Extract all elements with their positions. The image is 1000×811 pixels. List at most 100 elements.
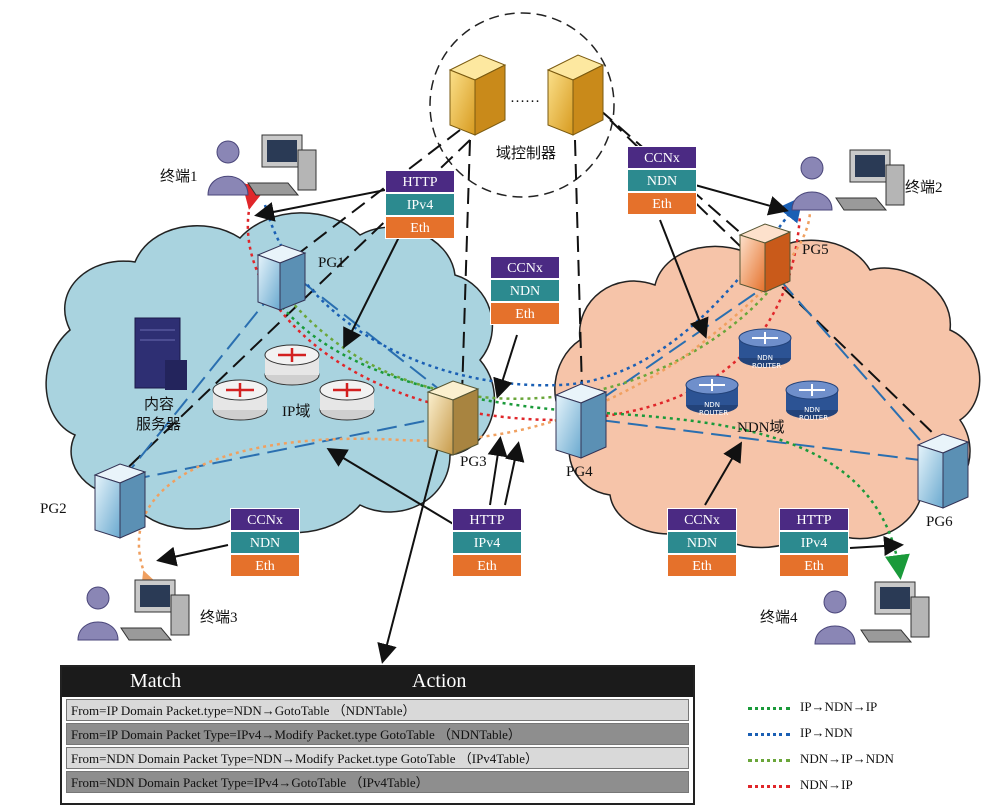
ctrl-link-pg3a	[461, 139, 471, 396]
stack-layer-app: HTTP	[452, 508, 522, 531]
pg2-label: PG2	[40, 501, 67, 517]
stack-layer-net: IPv4	[385, 193, 455, 216]
stack-layer-app: CCNx	[627, 146, 697, 169]
rules-row: From=NDN Domain Packet Type=NDN→Modify P…	[66, 747, 689, 769]
arrow-ccnx-pg2-to-terminal3	[156, 544, 229, 567]
arrow-ccnx-top-to-pg3	[493, 334, 518, 399]
stack-layer-link: Eth	[452, 554, 522, 577]
blue-link-pg1-pg2	[129, 289, 276, 471]
terminal3-label: 终端3	[200, 610, 238, 626]
ndn-router-label-3: NDN ROUTER	[799, 406, 829, 422]
pg3-label: PG3	[460, 454, 487, 470]
rules-header: Match Action	[62, 667, 693, 697]
stack-ccnx-center: CCNx NDN Eth	[490, 256, 560, 325]
pg4-server-icon	[554, 383, 608, 459]
stack-layer-link: Eth	[779, 554, 849, 577]
stack-layer-link: Eth	[627, 192, 697, 215]
legend-label: IP→NDN→IP	[800, 699, 878, 714]
stack-layer-net: IPv4	[779, 531, 849, 554]
stack-layer-app: HTTP	[779, 508, 849, 531]
stack-layer-app: CCNx	[230, 508, 300, 531]
stack-layer-net: NDN	[627, 169, 697, 192]
stack-layer-link: Eth	[490, 302, 560, 325]
controller-server-1	[448, 54, 507, 136]
terminal4-label: 终端4	[760, 610, 798, 626]
arrow-http-mid-to-pg3	[326, 447, 456, 526]
pg4-label: PG4	[566, 464, 593, 480]
pg5-label: PG5	[802, 242, 829, 258]
legend-swatch	[748, 733, 790, 736]
controller-ellipsis: ……	[510, 90, 540, 106]
arrow-http-to-terminal1	[254, 189, 386, 222]
ndn-router-label-1: NDN ROUTER	[752, 354, 782, 370]
terminal4-icon	[814, 581, 930, 645]
ctrl-link-pg1	[289, 129, 461, 261]
arrow-ipv4-to-terminal4	[849, 535, 904, 556]
arrow-ipv4-up-1	[487, 436, 508, 506]
stack-ccnx-bottom-right: CCNx NDN Eth	[667, 508, 737, 577]
arrow-ccnx-bottom-to-ndn	[704, 441, 743, 506]
stack-layer-net: NDN	[667, 531, 737, 554]
ndn-router-1	[738, 328, 792, 367]
controller-circle	[429, 12, 615, 198]
legend-item: IP→NDN→IP	[748, 696, 988, 722]
stack-http-bottom-center: HTTP IPv4 Eth	[452, 508, 522, 577]
terminal1-label: 终端1	[160, 169, 198, 185]
arrow-to-rules	[377, 439, 441, 664]
pg3-server-icon	[426, 380, 480, 456]
controller-label: 域控制器	[496, 146, 557, 162]
stack-layer-link: Eth	[230, 554, 300, 577]
rules-row: From=IP Domain Packet Type=IPv4→Modify P…	[66, 723, 689, 745]
flow-legend: IP→NDN→IP IP→NDN NDN→IP→NDN NDN→IP	[748, 696, 988, 800]
legend-label: NDN→IP	[800, 777, 853, 792]
ip-domain-label: IP域	[282, 404, 311, 420]
rules-row: From=NDN Domain Packet Type=IPv4→GotoTab…	[66, 771, 689, 793]
legend-label: IP→NDN	[800, 725, 853, 740]
stack-layer-net: IPv4	[452, 531, 522, 554]
rules-header-match: Match	[130, 670, 182, 692]
pg2-server-icon	[93, 463, 147, 539]
rules-header-action: Action	[412, 670, 467, 692]
arrow-ccnx-right-to-pg5	[694, 184, 789, 216]
stack-ccnx-top-right: CCNx NDN Eth	[627, 146, 697, 215]
arrow-ipv4-up-2	[504, 441, 525, 506]
legend-item: NDN→IP	[748, 774, 988, 800]
terminal2-icon	[791, 149, 905, 211]
pg5-server-icon	[738, 223, 792, 293]
ip-router-1	[264, 344, 320, 386]
arrow-ndn-to-ndnrouter	[659, 219, 709, 339]
terminal1-icon	[207, 134, 317, 196]
legend-item: IP→NDN	[748, 722, 988, 748]
ndn-router-3	[785, 380, 839, 419]
pg6-server-icon	[916, 433, 970, 509]
content-server-label-1: 内容	[144, 397, 175, 413]
ip-router-2	[212, 379, 268, 421]
stack-layer-net: NDN	[490, 279, 560, 302]
flow-orange	[137, 209, 812, 599]
stack-layer-link: Eth	[385, 216, 455, 239]
ctrl-link-pg4	[574, 139, 583, 391]
stack-layer-link: Eth	[667, 554, 737, 577]
pg1-label: PG1	[318, 255, 345, 271]
ndn-router-2	[685, 375, 739, 414]
controller-server-2	[546, 54, 605, 136]
flow-rules-table: Match Action From=IP Domain Packet.type=…	[60, 665, 695, 805]
blue-link-pg4-pg5	[599, 289, 761, 401]
content-server-icon	[134, 317, 187, 390]
content-server-label-2: 服务器	[136, 417, 182, 433]
terminal2-label: 终端2	[905, 180, 943, 196]
stack-http-top: HTTP IPv4 Eth	[385, 170, 455, 239]
stack-layer-net: NDN	[230, 531, 300, 554]
blue-link-pg2-pg3	[129, 419, 431, 481]
pg6-label: PG6	[926, 514, 953, 530]
stack-http-bottom-right: HTTP IPv4 Eth	[779, 508, 849, 577]
legend-item: NDN→IP→NDN	[748, 748, 988, 774]
blue-link-pg5-pg6	[779, 279, 921, 441]
legend-swatch	[748, 785, 790, 788]
stack-layer-app: HTTP	[385, 170, 455, 193]
ip-router-3	[319, 379, 375, 421]
blue-link-pg1-pg3	[299, 279, 441, 391]
legend-label: NDN→IP→NDN	[800, 751, 894, 766]
pg1-server-icon	[256, 244, 307, 311]
